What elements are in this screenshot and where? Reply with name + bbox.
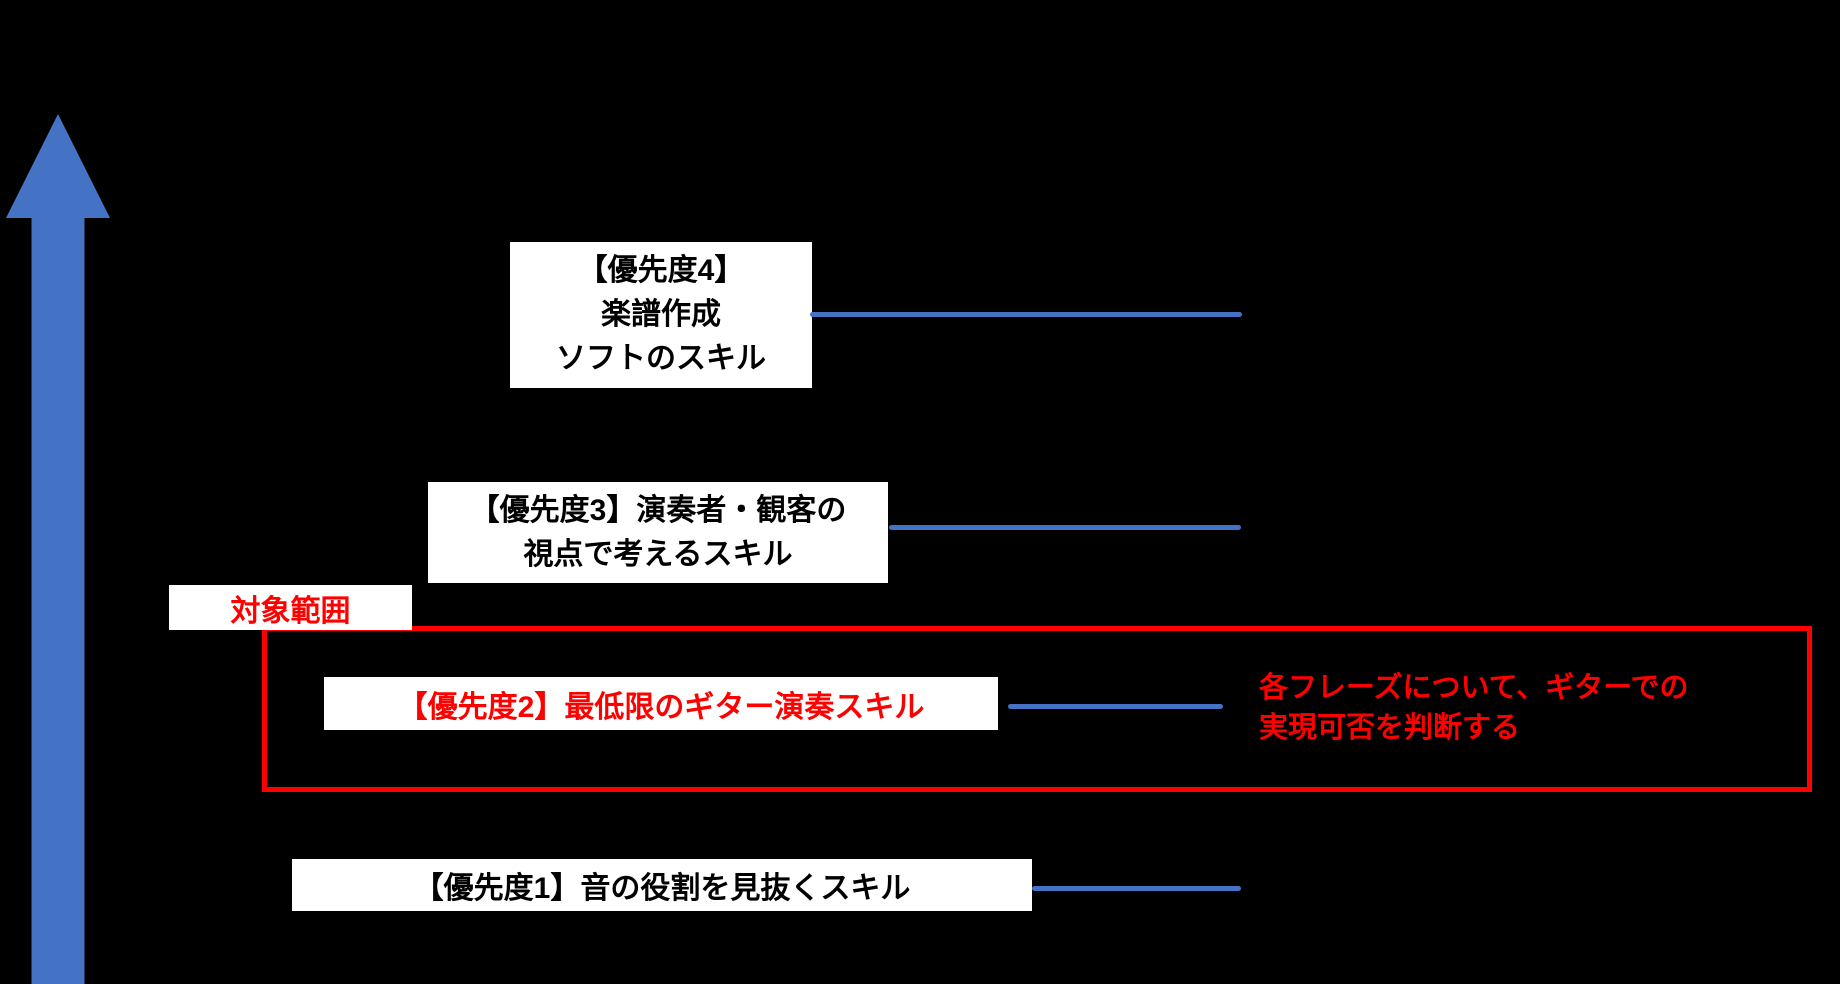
- priority1-connector-line: [1032, 886, 1241, 891]
- priority2-connector-line: [1008, 704, 1223, 709]
- priority3-line2: 視点で考えるスキル: [523, 537, 793, 571]
- priority4-connector-line: [810, 312, 1242, 317]
- priority4-box: 【優先度4】 楽譜作成 ソフトのスキル: [510, 242, 812, 388]
- priority2-line1: 【優先度2】最低限のギター演奏スキル: [397, 690, 925, 724]
- priority3-connector-line: [889, 525, 1241, 530]
- priority1-line1: 【優先度1】音の役割を見抜くスキル: [413, 872, 911, 905]
- annotation-line1: 各フレーズについて、ギターでの: [1259, 672, 1689, 704]
- scope-label-box: 対象範囲: [169, 585, 412, 630]
- annotation-line2: 実現可否を判断する: [1259, 712, 1521, 744]
- scope-highlight-rect: [262, 626, 1812, 792]
- priority3-box: 【優先度3】演奏者・観客の 視点で考えるスキル: [428, 482, 888, 583]
- priority3-line1: 【優先度3】演奏者・観客の: [469, 493, 847, 527]
- priority4-line3: ソフトのスキル: [556, 342, 766, 375]
- priority2-box: 【優先度2】最低限のギター演奏スキル: [324, 677, 998, 730]
- up-arrow-icon: [6, 114, 110, 984]
- priority4-line2: 楽譜作成: [601, 298, 721, 331]
- priority1-box: 【優先度1】音の役割を見抜くスキル: [292, 859, 1032, 911]
- scope-label: 対象範囲: [230, 594, 351, 628]
- priority2-annotation: 各フレーズについて、ギターでの 実現可否を判断する: [1259, 668, 1799, 748]
- priority4-line1: 【優先度4】: [577, 254, 745, 287]
